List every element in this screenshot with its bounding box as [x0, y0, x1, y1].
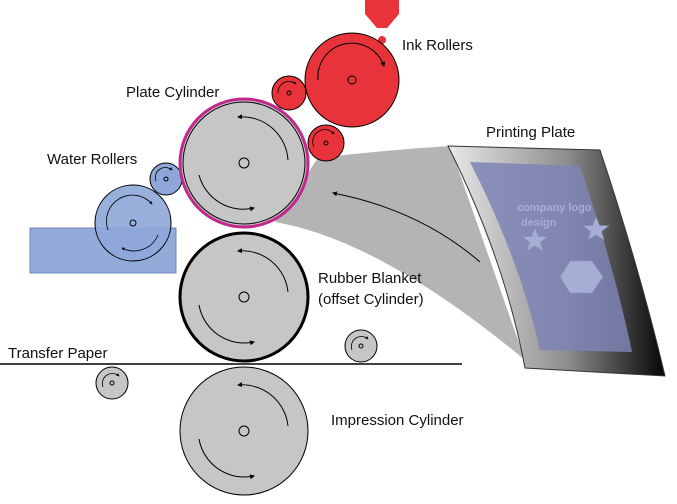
star-icon: [521, 226, 549, 252]
label-impression-cylinder: Impression Cylinder: [331, 412, 464, 429]
water-roller-small: [149, 162, 183, 196]
label-ink-rollers: Ink Rollers: [402, 37, 473, 54]
transfer-arrow: [332, 191, 481, 263]
guide-roller-right: [344, 329, 378, 363]
plate-cylinder: [178, 97, 310, 229]
guide-roller-left: [95, 366, 129, 400]
printing-plate: company logo design: [447, 145, 666, 377]
water-roller-large: [94, 184, 172, 262]
ink-roller-small-left: [271, 75, 307, 111]
label-printing-plate: Printing Plate: [486, 124, 575, 141]
image-transfer-band: [275, 146, 525, 360]
rubber-blanket-cylinder: [178, 231, 310, 363]
label-transfer-paper: Transfer Paper: [8, 345, 108, 362]
plate-logo-line1: company logo: [517, 202, 592, 214]
label-plate-cylinder: Plate Cylinder: [126, 84, 219, 101]
hexagon-icon: [559, 260, 604, 294]
impression-cylinder: [179, 366, 309, 496]
ink-roller-large: [304, 32, 400, 128]
label-water-rollers: Water Rollers: [47, 151, 137, 168]
plate-logo-line2: design: [521, 217, 557, 229]
star-icon: [582, 215, 610, 241]
ink-roller-small-right: [307, 124, 345, 162]
label-rubber-blanket: Rubber Blanket: [318, 270, 422, 287]
label-offset-cylinder: (offset Cylinder): [318, 291, 424, 308]
